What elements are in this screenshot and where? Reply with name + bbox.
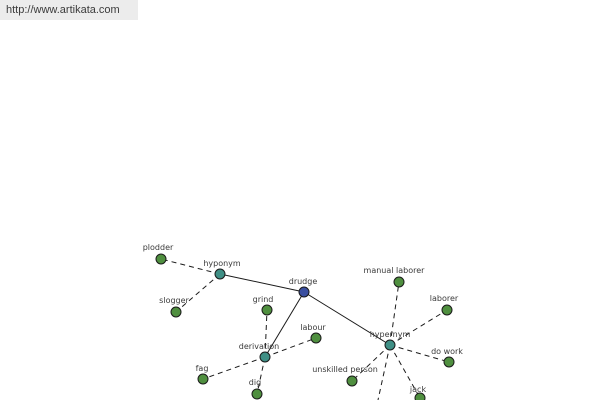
edge-derivation-grind	[264, 309, 268, 358]
node-hypernym[interactable]	[384, 339, 396, 351]
label-manual-laborer: manual laborer	[364, 266, 426, 275]
label-labour: labour	[300, 323, 326, 332]
node-laborer[interactable]	[441, 304, 453, 316]
node-grind[interactable]	[261, 304, 273, 316]
edge-drudge-derivation	[264, 291, 305, 358]
edge-drudge-hyponym	[219, 273, 305, 293]
label-dig: dig	[249, 378, 261, 387]
edge-hyponym-plodder	[160, 258, 221, 275]
edge-derivation-labour	[264, 337, 317, 358]
edge-derivation-fag	[202, 356, 266, 380]
node-fag[interactable]	[197, 373, 209, 385]
label-jack: jack	[409, 385, 427, 394]
node-unskilled-person[interactable]	[346, 375, 358, 387]
label-drudge: drudge	[289, 277, 318, 286]
node-hyponym[interactable]	[214, 268, 226, 280]
edge-hypernym-offscreen	[377, 344, 391, 400]
node-labour[interactable]	[310, 332, 322, 344]
label-do-work: do work	[431, 347, 463, 356]
edge-hypernym-unskilled-person	[351, 344, 391, 382]
node-slogger[interactable]	[170, 306, 182, 318]
label-unskilled-person: unskilled person	[312, 365, 378, 374]
edge-drudge-hypernym	[303, 291, 391, 346]
label-plodder: plodder	[143, 243, 174, 252]
edge-hyponym-slogger	[175, 273, 221, 313]
node-do-work[interactable]	[443, 356, 455, 368]
label-fag: fag	[196, 364, 209, 373]
label-derivation: derivation	[239, 342, 279, 351]
node-drudge[interactable]	[298, 286, 310, 298]
node-plodder[interactable]	[155, 253, 167, 265]
site-url-link[interactable]: http://www.artikata.com	[0, 0, 138, 20]
node-jack[interactable]	[414, 392, 426, 400]
label-grind: grind	[253, 295, 274, 304]
label-slogger: slogger	[159, 296, 189, 305]
edge-hypernym-do-work	[389, 344, 450, 363]
edge-derivation-dig	[256, 356, 266, 395]
label-hyponym: hyponym	[203, 259, 241, 268]
edge-hypernym-manual-laborer	[389, 281, 400, 346]
label-hypernym: hypernym	[370, 330, 411, 339]
edge-hypernym-laborer	[389, 309, 448, 346]
node-manual-laborer[interactable]	[393, 276, 405, 288]
node-dig[interactable]	[251, 388, 263, 400]
edge-hypernym-jack	[389, 344, 421, 399]
node-derivation[interactable]	[259, 351, 271, 363]
label-laborer: laborer	[430, 294, 459, 303]
